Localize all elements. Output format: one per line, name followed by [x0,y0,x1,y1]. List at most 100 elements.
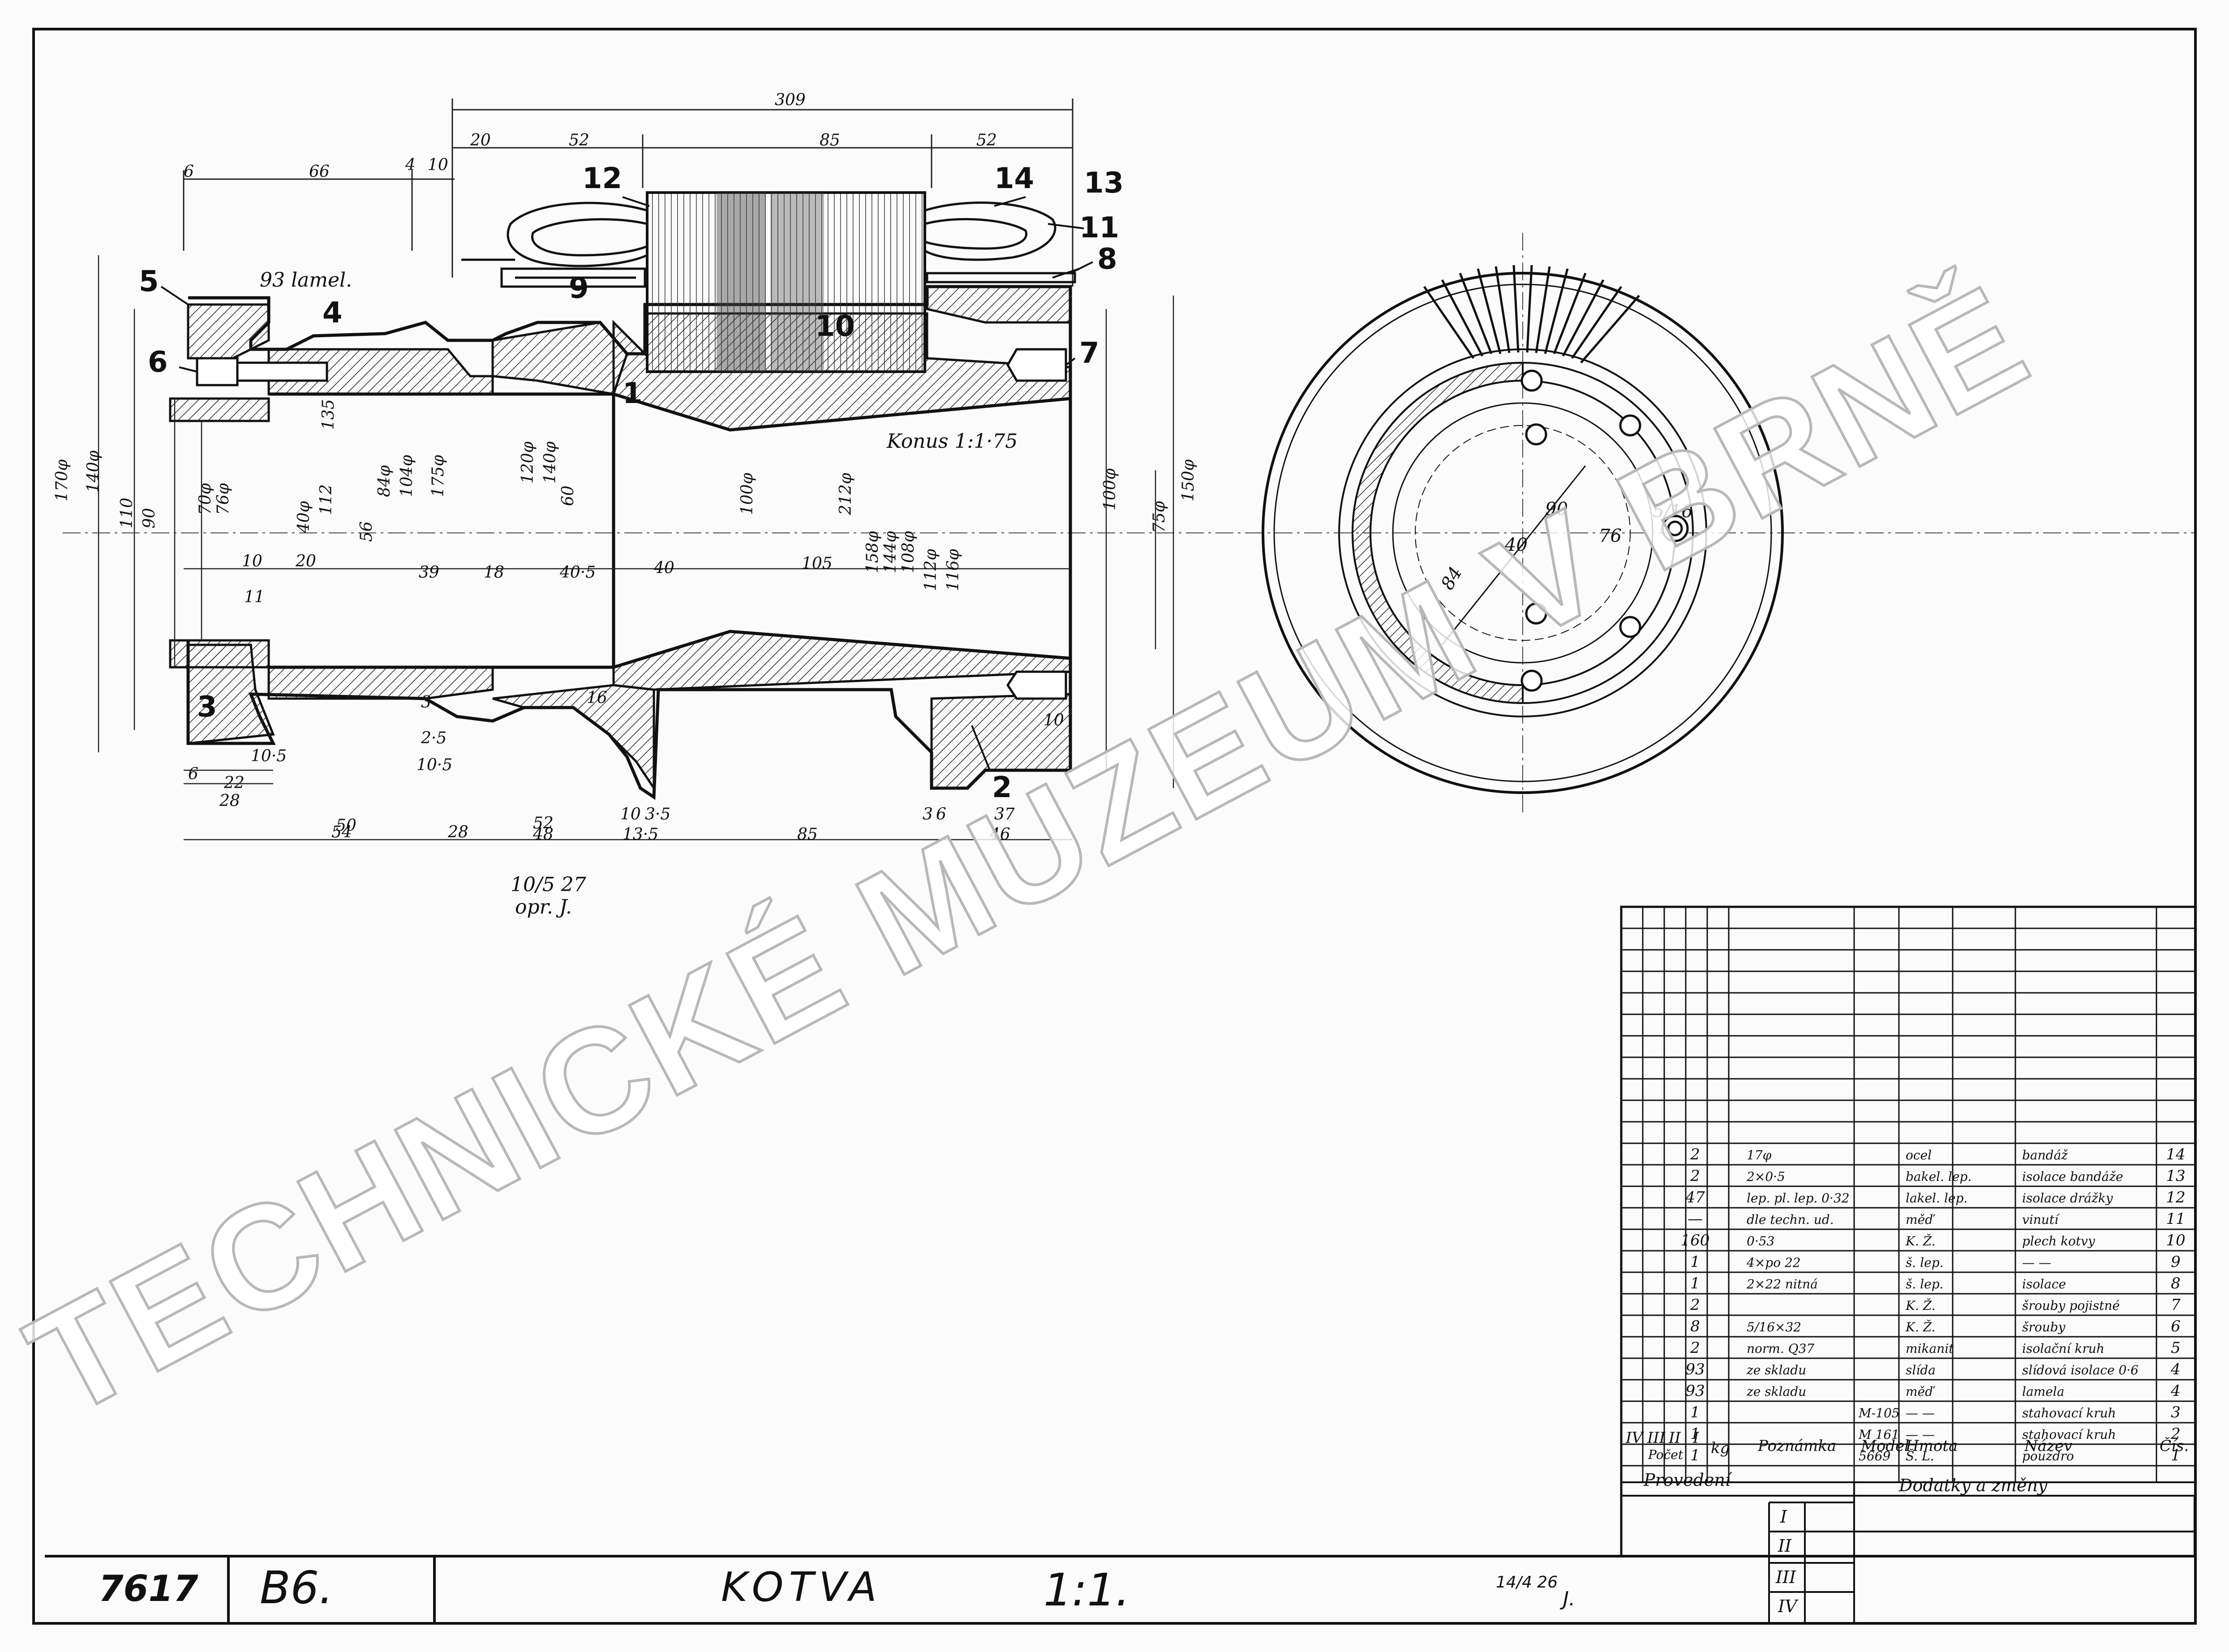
dim-left-104: 104φ [398,455,416,497]
dim-right-10: 10 [1044,711,1064,729]
bom-head-model: Model [1860,1437,1909,1455]
bom-cell-dims: lep. pl. lep. 0·32 [1747,1191,1850,1206]
bom-head-poznamka: Poznámka [1757,1437,1836,1455]
bom-cell-name: stahovací kruh [2022,1406,2116,1420]
dim-bottom-10-5: 10·5 [251,747,287,765]
bom-cell-pos: 6 [2171,1317,2181,1335]
dim-left-170: 170φ [53,459,71,502]
part-label-10: 10 [815,310,855,343]
bom-cell-pos: 2 [2170,1425,2181,1443]
bom-cell-qty: 2 [1690,1339,1700,1357]
bom-cell-name: isolační kruh [2022,1341,2104,1356]
dim-left-56: 56 [357,521,376,542]
dim-bottom-52: 52 [533,814,554,832]
bom-cell-model: 5669 [1859,1449,1890,1463]
dim-right-100: 100φ [738,472,756,515]
bom-cell-dims: 2×0·5 [1746,1169,1785,1184]
bom-cell-name: isolace drážky [2022,1191,2113,1206]
bom-cell-sheet: slída [1906,1363,1936,1377]
bom-head-hmota: Hmota [1905,1437,1958,1455]
drawing-scale: 1:1. [1044,1564,1130,1616]
bom-cell-qty: 1 [1690,1425,1700,1443]
dim-left-140: 140φ [84,450,103,493]
bom-cell-pos: 5 [2171,1339,2181,1357]
dim-right-150: 150φ [1179,459,1198,502]
bom-cell-name: lamela [2022,1384,2064,1399]
roman-iv: IV [1778,1596,1799,1616]
bom-cell-pos: 4 [2170,1382,2181,1400]
dim-right-212: 212φ [837,472,855,515]
dim-bottom-6b: 6 [936,805,946,824]
revision-note: 10/5 27 [511,873,586,896]
dim-left-110: 110 [118,498,136,528]
bom-grid [1621,927,2195,1467]
bom-cell-sheet: — — [1906,1427,1935,1442]
dim-top-85: 85 [820,131,840,150]
dim-top-20: 20 [470,131,491,150]
bom-cell-name: vinutí [2022,1212,2060,1227]
bom-cell-pos: 12 [2166,1189,2185,1206]
bom-cell-pos: 7 [2171,1296,2181,1314]
bom-cell-name: slídová isolace 0·6 [2022,1363,2139,1377]
bom-cell-sheet: K. Ž. [1905,1298,1936,1313]
part-label-11: 11 [1079,211,1119,245]
bom-cell-dims: 4×po 22 [1746,1255,1801,1270]
roman-iii: III [1775,1567,1796,1587]
bom-head-pocet: Počet [1648,1447,1684,1462]
dim-bottom-50: 50 [336,816,356,835]
dim-left-90: 90 [140,508,159,528]
bom-cell-sheet: — — [1906,1406,1935,1420]
dim-bottom-3: 3 [923,805,933,824]
dim-right-144: 144φ [881,531,900,573]
bom-head-cislo: Čís. [2160,1437,2189,1455]
bom-head-ii: II [1668,1429,1681,1447]
dim-bottom-48: 48 [533,825,554,844]
section-view: 1 2 3 4 5 6 7 8 9 10 11 12 13 14 93 lame… [53,91,1198,918]
part-label-4: 4 [322,296,343,330]
bom-cell-model: M 161 [1858,1427,1899,1442]
bom-cell-sheet: bakel. lep. [1906,1169,1971,1184]
bom-cell-name: pouzdro [2022,1449,2074,1463]
dim-left-112: 112 [317,484,335,515]
bom-head-i: I [1692,1429,1699,1447]
bom-cell-pos: 9 [2171,1253,2181,1271]
dim-top-6: 6 [184,163,194,181]
part-label-7: 7 [1079,337,1099,370]
bom-cell-pos: 8 [2171,1274,2181,1292]
bom-cell-qty: 47 [1685,1189,1705,1206]
dim-left-105: 105 [802,554,833,573]
dim-right-75: 75φ [1150,501,1168,533]
dim-bottom-28b: 28 [447,823,468,841]
dim-top-52a: 52 [569,131,589,150]
bom-cell-qty: 2 [1690,1167,1700,1185]
dim-left-18: 18 [484,563,504,582]
bom-table [1620,905,2197,1558]
part-label-13: 13 [1084,167,1124,200]
bom-cell-dims: 0·53 [1747,1234,1774,1249]
part-label-8: 8 [1097,243,1117,276]
bom-cell-sheet: měď [1906,1384,1935,1399]
bom-cell-name: isolace bandáže [2022,1169,2123,1184]
dim-right-116: 116φ [944,549,962,591]
roman-ii: II [1778,1536,1792,1556]
dim-top-10: 10 [428,156,448,174]
bom-header: IV III II I Počet kg Poznámka Model Hmot… [1625,1429,2189,1462]
dim-bottom-3-5: 3·5 [645,805,670,824]
bom-cell-name: šrouby pojistné [2022,1298,2120,1313]
bom-cell-name: šrouby [2022,1320,2066,1334]
dim-left-10: 10 [242,552,262,571]
drawing-format: B6. [260,1562,333,1614]
bom-cell-sheet: Š. L. [1906,1448,1934,1463]
bom-cell-dims: 2×22 nitná [1746,1277,1818,1292]
bom-cell-qty: — [1688,1210,1703,1228]
end-dim-90: 90 [1545,499,1568,519]
dim-left-84: 84φ [375,465,394,497]
revision-sign: opr. J. [515,896,572,918]
frame-border [32,28,2197,1625]
bom-head-iv: IV [1625,1429,1644,1447]
bom-cell-name: stahovací kruh [2022,1427,2116,1442]
dim-bottom-13-5: 13·5 [623,825,658,844]
dim-bottom-54: 54 [331,823,352,841]
